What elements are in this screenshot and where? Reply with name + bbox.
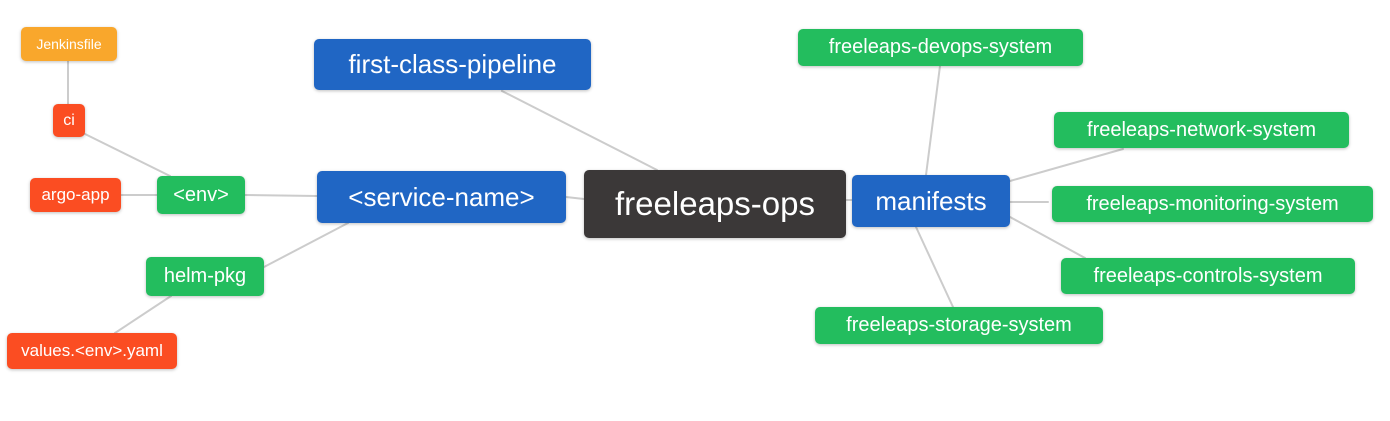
node-freeleaps-monitoring-system[interactable]: freeleaps-monitoring-system <box>1052 186 1373 222</box>
node-ci[interactable]: ci <box>53 104 85 137</box>
edge-manifests-storage <box>915 226 954 308</box>
edge-helm-pkg-values-yaml <box>114 295 172 334</box>
node-first-class-pipeline[interactable]: first-class-pipeline <box>314 39 591 90</box>
edge-manifests-network <box>1009 148 1124 182</box>
edge-manifests-devops <box>925 65 941 176</box>
edge-ci-env <box>84 133 171 177</box>
node-argo-app[interactable]: argo-app <box>30 178 121 212</box>
node-manifests[interactable]: manifests <box>852 175 1010 227</box>
node-freeleaps-storage-system[interactable]: freeleaps-storage-system <box>815 307 1103 344</box>
edge-service-name-root <box>565 196 585 200</box>
node-root-freeleaps-ops[interactable]: freeleaps-ops <box>584 170 846 238</box>
node-freeleaps-devops-system[interactable]: freeleaps-devops-system <box>798 29 1083 66</box>
node-service-name[interactable]: <service-name> <box>317 171 566 223</box>
edge-pipeline-root <box>501 90 658 171</box>
node-values-env-yaml[interactable]: values.<env>.yaml <box>7 333 177 369</box>
node-freeleaps-network-system[interactable]: freeleaps-network-system <box>1054 112 1349 148</box>
edge-manifests-controls <box>1009 216 1086 259</box>
node-env[interactable]: <env> <box>157 176 245 214</box>
node-helm-pkg[interactable]: helm-pkg <box>146 257 264 296</box>
node-jenkinsfile[interactable]: Jenkinsfile <box>21 27 117 61</box>
edge-service-name-helm-pkg <box>263 222 349 268</box>
edge-env-service-name <box>244 194 318 197</box>
node-freeleaps-controls-system[interactable]: freeleaps-controls-system <box>1061 258 1355 294</box>
